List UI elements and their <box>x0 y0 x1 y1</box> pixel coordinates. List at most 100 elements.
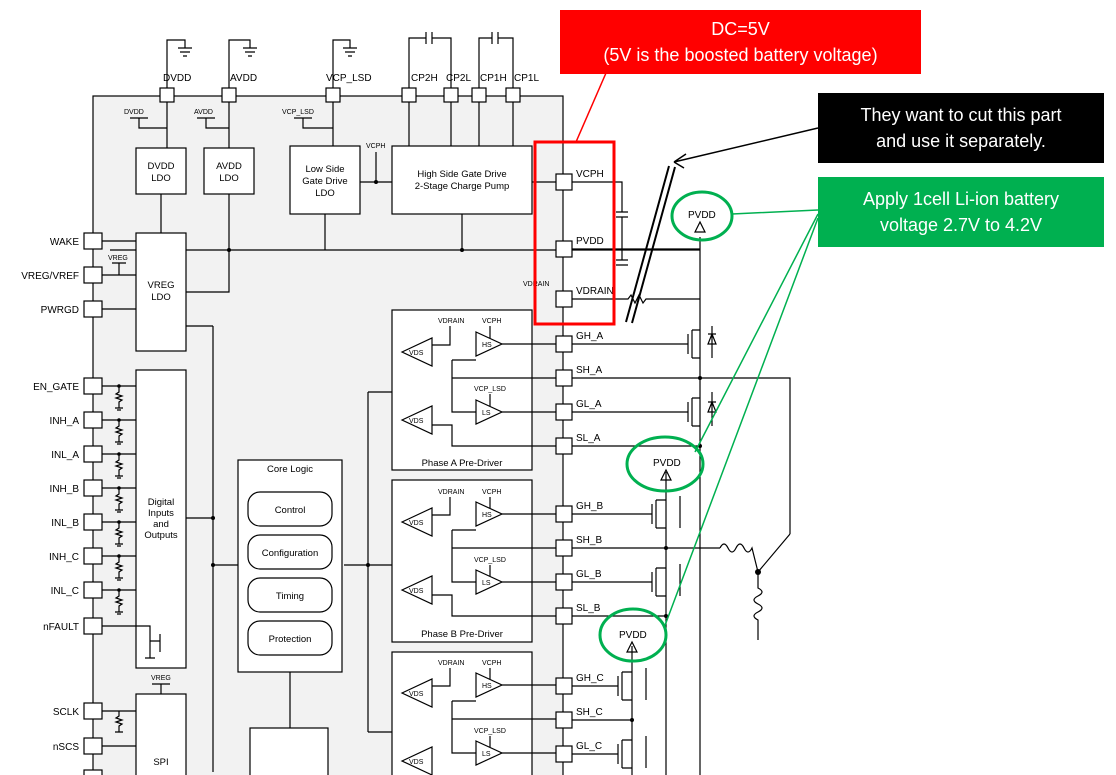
pdc-vds2: VDS <box>409 759 424 766</box>
pin-label-dvdd: DVDD <box>163 73 191 84</box>
top-pins: DVDD AVDD VCP_LSD CP2H CP2L CP1H CP1L <box>159 32 539 103</box>
cut-part-callout: They want to cut this part and use it se… <box>818 93 1104 163</box>
low-side-line3: LDO <box>315 188 335 199</box>
digital-io-line4: Outputs <box>144 530 178 541</box>
left-pins: WAKE VREG/VREF VREG PWRGD VREG LDO Digit… <box>21 232 187 775</box>
high-side-line1: High Side Gate Drive <box>417 169 506 180</box>
dc-callout-line2: (5V is the boosted battery voltage) <box>603 45 878 65</box>
pdb-vcph: VCPH <box>482 489 501 496</box>
annotations <box>533 72 819 663</box>
spi-label: SPI <box>153 757 168 768</box>
pin-label-gh-b: GH_B <box>576 501 604 512</box>
pdc-vdrain: VDRAIN <box>438 660 464 667</box>
core-item-configuration: Configuration <box>262 548 319 559</box>
core-logic-title: Core Logic <box>267 464 313 475</box>
digital-io-line2: Inputs <box>148 508 174 519</box>
pin-label-nscs: nSCS <box>53 742 79 753</box>
pdc-vcph: VCPH <box>482 660 501 667</box>
battery-callout: Apply 1cell Li-ion battery voltage 2.7V … <box>818 177 1104 247</box>
pin-label-gl-c: GL_C <box>576 741 602 752</box>
pin-label-nfault: nFAULT <box>43 622 79 633</box>
pdb-vcp-lsd: VCP_LSD <box>474 557 506 564</box>
pda-vds2: VDS <box>409 418 424 425</box>
pin-label-gh-c: GH_C <box>576 673 604 684</box>
predrivers: VDRAIN VCPH VCP_LSD VDS VDS HS LS Phase … <box>391 309 556 775</box>
pin-label-sclk: SCLK <box>53 707 79 718</box>
pvdd-highlight-2 <box>625 435 705 493</box>
inner-label-vcph-top: VCPH <box>366 143 385 150</box>
pda-vdrain: VDRAIN <box>438 318 464 325</box>
cut-callout-line2: and use it separately. <box>876 131 1046 151</box>
pdb-vds2: VDS <box>409 588 424 595</box>
pin-label-sl-b: SL_B <box>576 603 601 614</box>
low-side-line1: Low Side <box>305 164 344 175</box>
pin-label-inl-a: INL_A <box>51 450 79 461</box>
ldo-blocks: DVDD DVDD LDO AVDD AVDD LDO VCP_LSD Low … <box>124 102 556 215</box>
pin-label-cp2h: CP2H <box>411 73 438 84</box>
pin-label-vreg-vref: VREG/VREF <box>21 271 79 282</box>
core-item-protection: Protection <box>269 634 312 645</box>
pdc-vds1: VDS <box>409 691 424 698</box>
cut-marks <box>625 165 676 324</box>
inner-label-vcp-lsd: VCP_LSD <box>282 109 314 116</box>
pda-title: Phase A Pre-Driver <box>422 458 503 469</box>
avdd-ldo-line1: AVDD <box>216 161 242 172</box>
battery-callout-line1: Apply 1cell Li-ion battery <box>862 189 1060 209</box>
pvdd-symbols: PVDD PVDD PVDD <box>619 210 716 653</box>
pin-label-vcp-lsd: VCP_LSD <box>326 73 372 84</box>
digital-io-line3: and <box>153 519 169 530</box>
high-side-line2: 2-Stage Charge Pump <box>415 181 510 192</box>
pdc-vcp-lsd: VCP_LSD <box>474 728 506 735</box>
pda-hs: HS <box>482 342 492 349</box>
pdb-title: Phase B Pre-Driver <box>421 629 503 640</box>
pda-vcp-lsd: VCP_LSD <box>474 386 506 393</box>
pdb-ls: LS <box>482 580 491 587</box>
cut-callout-line1: They want to cut this part <box>860 105 1062 125</box>
core-item-control: Control <box>275 505 306 516</box>
pvdd-highlight-3 <box>598 607 668 663</box>
internal-buses <box>110 194 700 772</box>
pin-label-inl-b: INL_B <box>51 518 79 529</box>
pdc-ls: LS <box>482 751 491 758</box>
pvdd-label-2: PVDD <box>653 458 681 469</box>
pin-label-avdd: AVDD <box>230 73 257 84</box>
pin-label-en-gate: EN_GATE <box>33 382 79 393</box>
vreg-ldo-line1: VREG <box>148 280 175 291</box>
pdb-vds1: VDS <box>409 520 424 527</box>
dc-pointer-line <box>575 72 607 143</box>
pin-label-wake: WAKE <box>50 237 79 248</box>
inner-label-vreg: VREG <box>108 255 128 262</box>
pvdd-highlight-1 <box>670 190 734 242</box>
digital-io-line1: Digital <box>148 497 174 508</box>
battery-pointer-lines <box>663 209 819 629</box>
pin-label-cp1h: CP1H <box>480 73 507 84</box>
pin-label-vdrain: VDRAIN <box>576 286 614 297</box>
pin-label-vcph: VCPH <box>576 169 604 180</box>
pda-vds1: VDS <box>409 350 424 357</box>
inner-label-dvdd: DVDD <box>124 109 144 116</box>
core-logic: Core Logic Control Configuration Timing … <box>237 459 343 775</box>
pin-label-sh-b: SH_B <box>576 535 602 546</box>
battery-callout-line2: voltage 2.7V to 4.2V <box>879 215 1043 235</box>
dc-voltage-callout: DC=5V (5V is the boosted battery voltage… <box>560 10 921 74</box>
pvdd-label-3: PVDD <box>619 630 647 641</box>
dvdd-ldo-line2: LDO <box>151 173 171 184</box>
power-stage <box>572 181 791 775</box>
pin-label-sh-c: SH_C <box>576 707 603 718</box>
dvdd-ldo-line1: DVDD <box>148 161 175 172</box>
cut-arrow <box>673 127 819 169</box>
inner-label-vreg-spi: VREG <box>151 675 171 682</box>
pdc-hs: HS <box>482 683 492 690</box>
pin-label-gh-a: GH_A <box>576 331 604 342</box>
pin-label-inh-c: INH_C <box>49 552 79 563</box>
pin-label-pvdd: PVDD <box>576 236 604 247</box>
vreg-ldo-line2: LDO <box>151 292 171 303</box>
dc-callout-line1: DC=5V <box>711 19 770 39</box>
pin-label-inl-c: INL_C <box>51 586 79 597</box>
pin-label-gl-a: GL_A <box>576 399 602 410</box>
avdd-ldo-line2: LDO <box>219 173 239 184</box>
pdb-hs: HS <box>482 512 492 519</box>
pin-label-gl-b: GL_B <box>576 569 602 580</box>
low-side-line2: Gate Drive <box>302 176 347 187</box>
